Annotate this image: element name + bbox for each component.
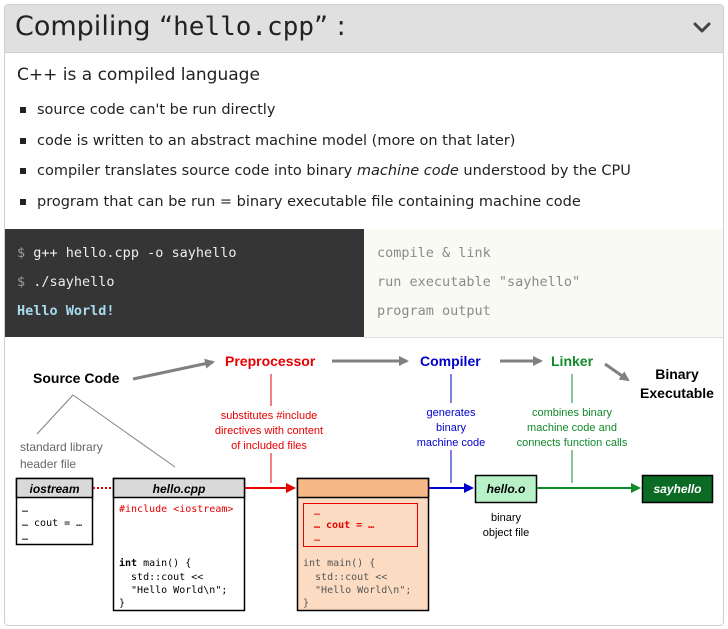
hellocpp-title: hello.cpp bbox=[153, 482, 206, 496]
linker-desc-3: connects function calls bbox=[517, 437, 628, 449]
compiler-desc-1: generates bbox=[427, 407, 476, 419]
code-text: main() { bbox=[137, 558, 191, 569]
helloo-box: hello.o bbox=[474, 474, 538, 504]
connector-line bbox=[36, 394, 74, 435]
helloo-label: hello.o bbox=[487, 482, 526, 496]
terminal-line-2: $ ./sayhello bbox=[17, 274, 115, 290]
hellocpp-cout: std::cout << bbox=[119, 572, 203, 583]
terminal-notes: compile & link run executable "sayhello"… bbox=[364, 229, 723, 338]
linker-desc-1: combines binary bbox=[532, 407, 613, 419]
object-file-label-2: object file bbox=[483, 527, 529, 539]
hellocpp-string: "Hello World\n"; bbox=[119, 585, 227, 596]
pp-include-line: … bbox=[314, 507, 320, 518]
bullet-text: compiler translates source code into bin… bbox=[37, 163, 357, 179]
flow-arrow bbox=[132, 358, 215, 381]
intro-heading: C++ is a compiled language bbox=[17, 65, 260, 85]
iostream-line: … bbox=[22, 504, 28, 515]
pp-cout: std::cout << bbox=[303, 572, 387, 583]
pp-close: } bbox=[303, 598, 309, 609]
preprocessed-box: … … cout = … … int main() { std::cout <<… bbox=[296, 477, 430, 612]
compilation-diagram: Source Code Preprocessor Compiler Linker… bbox=[15, 353, 714, 612]
bullet-item: source code can't be run directly bbox=[5, 100, 723, 131]
bullet-item: program that can be run = binary executa… bbox=[5, 192, 723, 223]
bullet-item: code is written to an abstract machine m… bbox=[5, 131, 723, 162]
terminal-line-1: $ g++ hello.cpp -o sayhello bbox=[17, 245, 236, 261]
pp-include-line: … bbox=[314, 533, 320, 544]
stdlib-label-1: standard library bbox=[20, 440, 103, 454]
binary-executable-label-1: Binary bbox=[655, 366, 699, 382]
bullet-text: code is written to an abstract machine m… bbox=[37, 132, 516, 149]
object-file-label-1: binary bbox=[491, 512, 521, 524]
bullet-emphasis: machine code bbox=[356, 163, 459, 179]
slide-card: Compiling “hello.cpp” : C++ is a compile… bbox=[4, 4, 724, 626]
binary-executable-label-2: Executable bbox=[640, 385, 714, 401]
terminal-panel: $ g++ hello.cpp -o sayhello $ ./sayhello… bbox=[5, 229, 364, 337]
terminal-command: ./sayhello bbox=[33, 274, 115, 290]
terminal-output: Hello World! bbox=[17, 303, 115, 319]
pp-string: "Hello World\n"; bbox=[303, 585, 411, 596]
hellocpp-box: hello.cpp #include <iostream> int main()… bbox=[112, 477, 246, 612]
compiler-desc-3: machine code bbox=[417, 437, 486, 449]
note-3: program output bbox=[377, 303, 491, 319]
hellocpp-include: #include <iostream> bbox=[119, 504, 233, 515]
bullet-text: understood by the CPU bbox=[458, 163, 631, 179]
connector-line bbox=[72, 394, 176, 468]
iostream-title: iostream bbox=[29, 482, 79, 496]
sayhello-label: sayhello bbox=[653, 482, 701, 496]
flow-arrow bbox=[604, 362, 630, 382]
bullet-icon bbox=[20, 107, 26, 113]
code-keyword: int bbox=[119, 557, 137, 569]
terminal-prompt: $ bbox=[17, 245, 26, 261]
compiler-desc-2: binary bbox=[436, 422, 466, 434]
preprocessor-desc-2: directives with content bbox=[215, 425, 323, 437]
note-2: run executable "sayhello" bbox=[377, 274, 581, 290]
slide-title: Compiling “hello.cpp” : bbox=[15, 11, 346, 42]
linker-desc-2: machine code and bbox=[527, 422, 617, 434]
hellocpp-close: } bbox=[119, 598, 125, 609]
title-suffix: ” : bbox=[314, 11, 346, 42]
preprocessor-desc-3: of included files bbox=[231, 440, 307, 452]
iostream-box: iostream … … cout = … … bbox=[15, 477, 94, 546]
bullet-icon bbox=[20, 137, 26, 144]
terminal-prompt: $ bbox=[17, 274, 26, 290]
compiler-label: Compiler bbox=[420, 353, 481, 369]
bullet-item: compiler translates source code into bin… bbox=[5, 161, 723, 192]
bullet-icon bbox=[20, 198, 26, 205]
bullet-text: program that can be run = binary executa… bbox=[37, 193, 581, 210]
iostream-line: … bbox=[22, 532, 28, 543]
bullet-text: source code can't be run directly bbox=[37, 102, 276, 118]
linker-label: Linker bbox=[551, 353, 594, 369]
chevron-down-icon[interactable] bbox=[689, 15, 715, 41]
title-filename: hello.cpp bbox=[173, 12, 315, 42]
hellocpp-main: int main() { bbox=[119, 557, 191, 569]
bullet-icon bbox=[20, 168, 26, 174]
pp-main: int main() { bbox=[303, 558, 375, 569]
preprocessor-label: Preprocessor bbox=[225, 353, 316, 369]
bullet-list: source code can't be run directly code i… bbox=[5, 100, 723, 222]
pp-include-line: … cout = … bbox=[314, 520, 374, 531]
source-code-label: Source Code bbox=[33, 370, 120, 386]
sayhello-box: sayhello bbox=[641, 474, 714, 504]
stdlib-label-2: header file bbox=[20, 457, 76, 471]
slide-header[interactable]: Compiling “hello.cpp” : bbox=[5, 5, 723, 53]
iostream-line: … cout = … bbox=[22, 518, 82, 529]
terminal-command: g++ hello.cpp -o sayhello bbox=[33, 245, 237, 261]
title-prefix: Compiling “ bbox=[15, 11, 174, 42]
note-1: compile & link bbox=[377, 245, 491, 261]
preprocessor-desc-1: substitutes #include bbox=[221, 410, 318, 422]
